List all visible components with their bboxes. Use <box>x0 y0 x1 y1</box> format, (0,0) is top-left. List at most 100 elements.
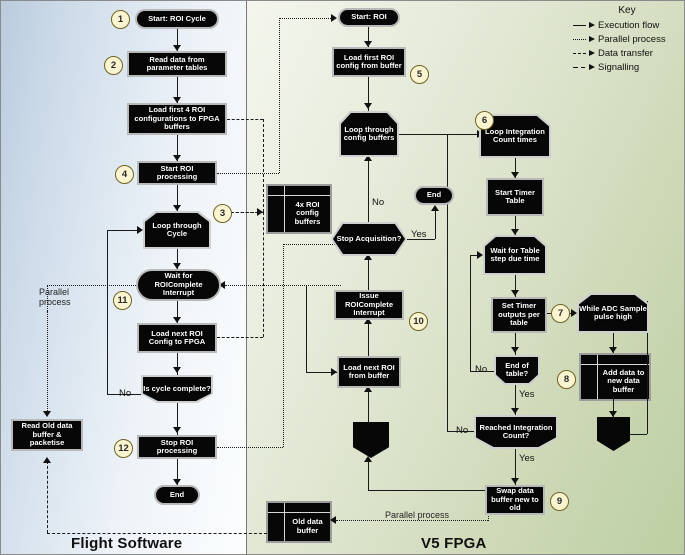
node-is-cycle-complete[interactable]: Is cycle complete? <box>141 375 213 403</box>
badge-6: 6 <box>475 111 494 130</box>
conn-fpga-1-2 <box>368 27 369 47</box>
arrow-olddata-up <box>43 457 51 463</box>
node-wait-roicomplete-interrupt[interactable]: Wait for ROIComplete Interrupt <box>136 269 221 301</box>
conn-fpga-6-4 <box>368 256 369 290</box>
legend-item-parallel-process: Parallel process <box>573 32 681 46</box>
conn-load4-h <box>227 119 263 120</box>
arrow-fpga-shield-up <box>364 386 372 392</box>
node-fpga-swap-data-buffer[interactable]: Swap data buffer new to old <box>485 485 545 515</box>
badge-8: 8 <box>557 370 576 389</box>
edge-label-fpga-reached-yes: Yes <box>519 453 535 464</box>
node-fs-end[interactable]: End <box>154 485 200 505</box>
node-load-first-4-roi-configs[interactable]: Load first 4 ROI configurations to FPGA … <box>127 103 227 135</box>
node-stop-roi-processing[interactable]: Stop ROI processing <box>137 435 217 459</box>
arrow-startroi-to-fpga <box>331 14 337 22</box>
edge-label-fpga-stop-yes: Yes <box>411 229 427 240</box>
arrow-fs-4-5 <box>173 205 181 211</box>
conn-fpga-add-shield <box>613 397 614 417</box>
conn-fpga-endtable-no-top <box>470 255 479 256</box>
arrow-fpga-add-shield <box>609 411 617 417</box>
node-fpga-wait-table-step[interactable]: Wait for Table step due time <box>483 235 547 275</box>
node-loop-through-cycle[interactable]: Loop through Cycle <box>143 211 211 249</box>
arrow-fpga-8-9 <box>511 172 519 178</box>
node-fpga-end-of-table[interactable]: End of table? <box>494 355 540 385</box>
conn-fpga-loadnext-in-h <box>306 372 337 373</box>
arrow-fpga-2-3 <box>364 103 372 109</box>
node-fpga-wait-table-step-label: Wait for Table step due time <box>485 237 545 273</box>
conn-fpga-8-9 <box>515 158 516 178</box>
arrow-interrupt-to-fs <box>219 281 225 289</box>
node-fpga-end[interactable]: End <box>414 186 454 205</box>
legend-line-dashdot-icon <box>573 63 595 71</box>
node-fpga-load-next-roi-from-buffer[interactable]: Load next ROI from buffer <box>337 356 401 388</box>
conn-fs-2-3 <box>177 77 178 103</box>
conn-stoproi-top <box>283 244 337 245</box>
panel-title-flight-software: Flight Software <box>71 535 183 552</box>
conn-interrupt-h <box>225 285 341 286</box>
node-fpga-loop-integration-count[interactable]: Loop Integration Count times <box>479 114 551 158</box>
badge-5: 5 <box>410 65 429 84</box>
conn-fpga-stop-no-v <box>368 157 369 223</box>
conn-fs-3-4 <box>177 135 178 161</box>
node-read-old-data-buffer-packetise[interactable]: Read Old data buffer & packetise <box>11 419 83 451</box>
buffer-4x-roi-config[interactable]: 4x ROI config buffers <box>266 184 332 234</box>
node-start-roi-processing[interactable]: Start ROI processing <box>137 161 217 185</box>
conn-fs-no-v <box>107 230 108 395</box>
node-fpga-set-timer-outputs[interactable]: Set Timer outputs per table <box>491 297 547 333</box>
node-fpga-start-roi[interactable]: Start: ROI <box>338 8 400 27</box>
conn-olddata-h <box>47 533 267 534</box>
legend-label-data-transfer: Data transfer <box>598 47 653 59</box>
node-fpga-start-timer-table[interactable]: Start Timer Table <box>486 178 544 216</box>
node-fpga-issue-roicomplete-interrupt[interactable]: Issue ROIComplete Interrupt <box>334 290 404 320</box>
conn-fpga-join-v <box>368 458 369 490</box>
conn-fpga-adc-add <box>613 333 614 353</box>
edge-label-fpga-stop-no: No <box>372 197 385 208</box>
arrow-fs-1-2 <box>173 45 181 51</box>
arrow-parallel-bottom <box>330 516 336 524</box>
node-fpga-while-adc-sample-pulse-high[interactable]: While ADC Sample pulse high <box>577 293 649 333</box>
legend-item-execution-flow: Execution flow <box>573 18 681 32</box>
arrow-3-to-buffer <box>257 208 263 216</box>
node-fpga-loop-config-buffers-label: Loop through config buffers <box>341 113 397 155</box>
conn-fpga-7-6 <box>368 320 369 356</box>
buffer-old-data[interactable]: Old data buffer <box>266 501 332 543</box>
conn-fs-7-8 <box>177 353 178 375</box>
node-fpga-load-first-roi-config[interactable]: Load first ROI config from buffer <box>332 47 406 77</box>
conn-fs-6-7 <box>177 301 178 323</box>
node-start-roi-cycle[interactable]: Start: ROI Cycle <box>135 9 219 29</box>
arrow-fpga-10-11 <box>511 290 519 296</box>
conn-fpga-right-return-v <box>647 301 648 434</box>
conn-fs-8-9 <box>177 403 178 435</box>
conn-parallel-bottom <box>336 520 488 521</box>
conn-fpga-reached-no-h <box>447 431 474 432</box>
node-load-next-roi-config[interactable]: Load next ROI Config to FPGA <box>137 323 217 353</box>
legend-item-signalling: Signalling <box>573 60 681 74</box>
arrow-fpga-12-13 <box>511 408 519 414</box>
conn-fpga-9-10 <box>515 216 516 236</box>
badge-9: 9 <box>550 492 569 511</box>
buffer-config-header <box>268 186 330 196</box>
node-loop-through-cycle-label: Loop through Cycle <box>145 213 209 247</box>
node-fpga-stop-acquisition[interactable]: Stop Acquisition? <box>331 222 407 256</box>
edge-label-fpga-endtable-no: No <box>475 364 488 375</box>
conn-fpga-loop-to-integration-h <box>399 134 447 135</box>
node-is-cycle-complete-label: Is cycle complete? <box>143 377 211 401</box>
legend-label-parallel-process: Parallel process <box>598 33 666 45</box>
conn-fpga-shield-up <box>368 388 369 422</box>
conn-startroi-h <box>217 173 279 174</box>
node-fpga-reached-integration-count[interactable]: Reached Integration Count? <box>474 415 558 449</box>
conn-fs-1-2 <box>177 29 178 51</box>
edge-label-fpga-endtable-yes: Yes <box>519 389 535 400</box>
conn-stoproi-v <box>283 244 284 447</box>
buffer-add-data-new[interactable]: Add data to new data buffer <box>579 353 651 401</box>
conn-fpga-endtable-no-v <box>470 255 471 371</box>
node-read-parameter-tables[interactable]: Read data from parameter tables <box>127 51 227 77</box>
arrow-fs-6-7 <box>173 317 181 323</box>
arrow-fs-8-9 <box>173 427 181 433</box>
conn-fpga-loadnext-in-v <box>306 285 307 372</box>
badge-7: 7 <box>551 304 570 323</box>
conn-loadnext-h <box>217 337 263 338</box>
node-fpga-loop-config-buffers[interactable]: Loop through config buffers <box>339 111 399 157</box>
arrow-fs-7-8 <box>173 367 181 373</box>
